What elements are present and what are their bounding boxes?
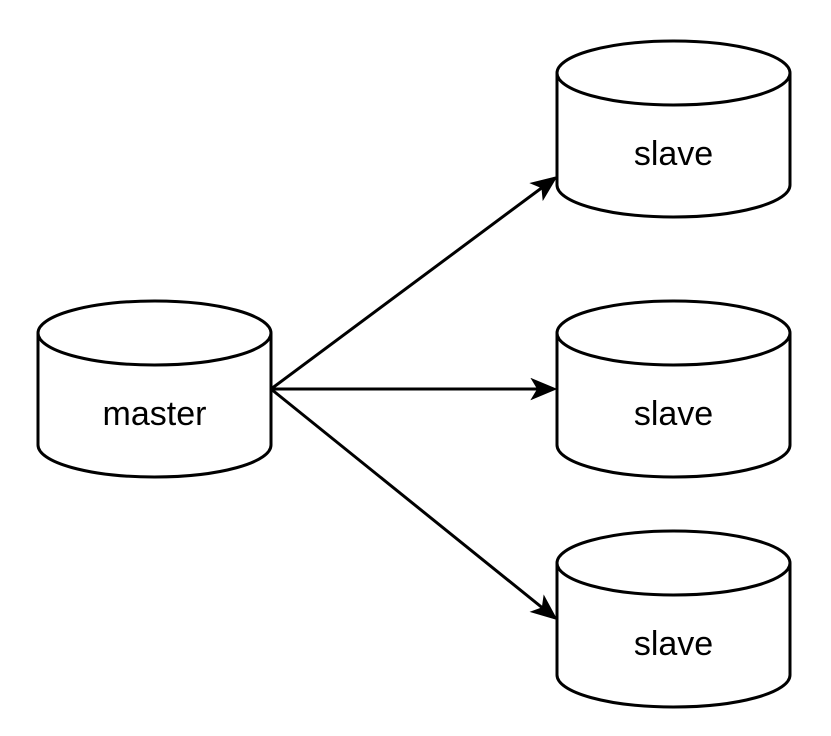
node-slave-top: slave xyxy=(555,39,792,219)
cylinder-rim xyxy=(555,332,792,367)
database-cylinder-icon xyxy=(555,39,792,219)
node-slave-middle: slave xyxy=(555,299,792,479)
node-label-slave-top: slave xyxy=(634,135,713,173)
node-label-slave-middle: slave xyxy=(634,395,713,433)
database-cylinder-icon xyxy=(555,299,792,479)
node-master: master xyxy=(36,299,273,479)
database-cylinder-icon xyxy=(36,299,273,479)
node-label-master: master xyxy=(103,395,207,433)
cylinder-rim xyxy=(555,72,792,107)
node-label-slave-bottom: slave xyxy=(634,625,713,663)
cylinder-rim xyxy=(36,332,273,367)
database-cylinder-icon xyxy=(555,529,792,709)
node-slave-bottom: slave xyxy=(555,529,792,709)
cylinder-rim xyxy=(555,562,792,597)
edge-master-to-slave-top xyxy=(270,175,558,391)
edge-master-to-slave-bottom xyxy=(270,387,558,621)
edge-layer xyxy=(270,175,558,621)
